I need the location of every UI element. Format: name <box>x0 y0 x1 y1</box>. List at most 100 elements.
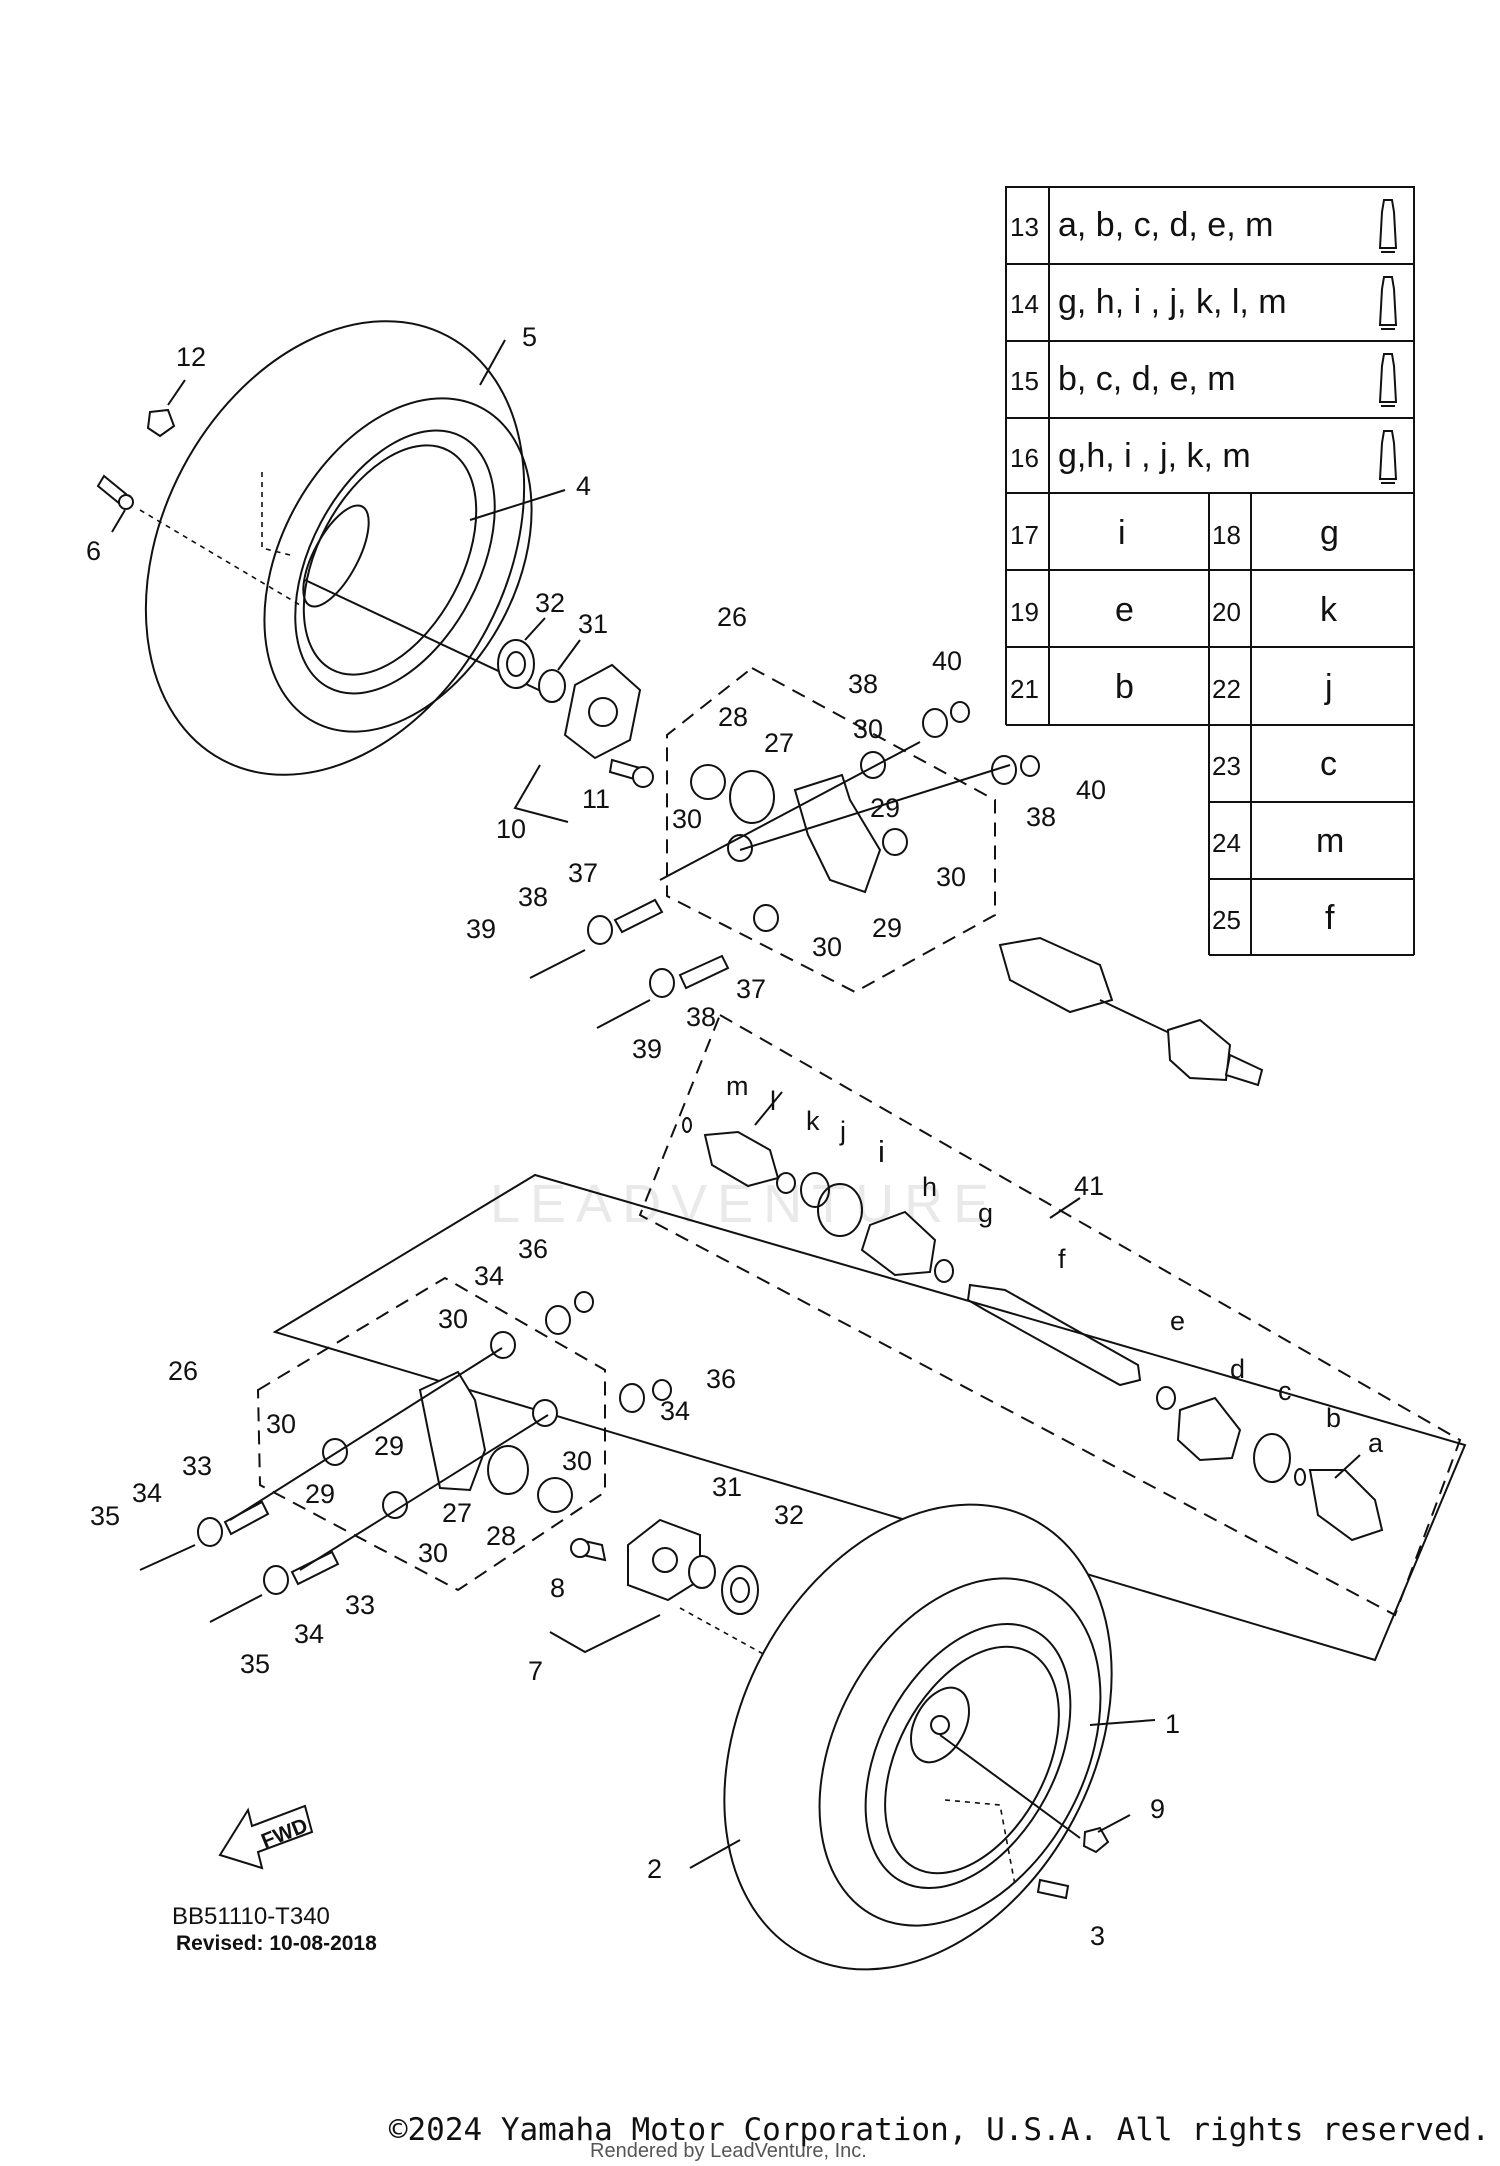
label-41: 41 <box>1074 1171 1104 1201</box>
fwd-arrow-icon: FWD <box>218 1804 314 1870</box>
hub-bolt-8 <box>570 1538 607 1562</box>
group-26-bottom-outline <box>256 1276 606 1592</box>
boot-h <box>860 1210 937 1277</box>
bracket-10 <box>513 764 569 823</box>
rim-bottom <box>864 1622 1072 1890</box>
part-labels: 1 2 3 4 5 6 7 8 9 10 11 12 26 26 27 27 2… <box>86 322 1384 1951</box>
label-26-bottom: 26 <box>168 1356 198 1386</box>
front-tire-bottom <box>723 1503 1113 1971</box>
label-j: j <box>839 1116 846 1146</box>
lubrication-table: 13 a, b, c, d, e, m 14 g, h, i , j, k, l… <box>1005 186 1415 956</box>
table-num-16: 16 <box>1010 443 1039 473</box>
rim-top <box>294 429 496 695</box>
label-31-top: 31 <box>578 609 608 639</box>
band-j <box>800 1172 830 1208</box>
nuts-40-top <box>950 701 1040 777</box>
nuts-36-bottom <box>574 1291 672 1401</box>
washer-31-bottom <box>688 1555 716 1589</box>
table-num-24: 24 <box>1212 828 1241 858</box>
boot-d <box>1176 1396 1242 1462</box>
label-37-a: 37 <box>568 858 598 888</box>
label-39-a: 39 <box>466 914 496 944</box>
label-i: i <box>878 1134 885 1169</box>
axle-nut-32-top <box>497 639 535 689</box>
table-num-13: 13 <box>1010 212 1039 242</box>
label-33-a: 33 <box>182 1451 212 1481</box>
label-2: 2 <box>647 1854 662 1884</box>
label-b: b <box>1326 1403 1341 1433</box>
band-c <box>1253 1433 1291 1483</box>
bolts-39-top <box>529 949 651 1029</box>
label-29-d: 29 <box>305 1479 335 1509</box>
label-3: 3 <box>1090 1921 1105 1951</box>
table-num-17: 17 <box>1010 520 1039 550</box>
label-l: l <box>770 1086 776 1116</box>
table-num-19: 19 <box>1010 597 1039 627</box>
clip-b <box>1294 1468 1306 1486</box>
table-val-18: g <box>1320 514 1339 552</box>
table-num-20: 20 <box>1212 597 1241 627</box>
hub-10 <box>563 663 642 760</box>
label-35-a: 35 <box>90 1501 120 1531</box>
label-c: c <box>1278 1376 1292 1406</box>
label-37-b: 37 <box>736 974 766 1004</box>
collars-38-top <box>587 708 1017 998</box>
label-12: 12 <box>176 342 206 372</box>
label-28-bottom: 28 <box>486 1521 516 1551</box>
table-text-13: a, b, c, d, e, m <box>1058 206 1273 244</box>
leader-lines <box>111 339 1361 1869</box>
label-34-a: 34 <box>474 1261 504 1291</box>
revised-date: Revised: 10-08-2018 <box>176 1932 377 1955</box>
table-num-15: 15 <box>1010 366 1039 396</box>
table-num-21: 21 <box>1010 674 1039 704</box>
rear-tire-top <box>144 320 533 776</box>
label-a: a <box>1368 1428 1384 1458</box>
axis-line-upper <box>659 741 921 881</box>
leader-9 <box>939 1734 1081 1839</box>
table-num-23: 23 <box>1212 751 1241 781</box>
label-34-c: 34 <box>132 1478 162 1508</box>
table-val-24: m <box>1316 822 1344 860</box>
label-39-b: 39 <box>632 1034 662 1064</box>
collars-34-bottom <box>197 1305 645 1595</box>
copyright-notice: ©2024 Yamaha Motor Corporation, U.S.A. A… <box>388 2112 1490 2148</box>
table-num-25: 25 <box>1212 905 1241 935</box>
circlip-28-bottom <box>537 1477 573 1513</box>
table-num-22: 22 <box>1212 674 1241 704</box>
table-val-21: b <box>1115 668 1134 706</box>
label-38-c: 38 <box>518 882 548 912</box>
axis-line-b-upper <box>229 1347 503 1521</box>
table-val-17: i <box>1118 514 1126 552</box>
grease-tube-icon <box>1378 199 1398 253</box>
wheel-nut-top <box>146 408 176 438</box>
label-38-b: 38 <box>1026 802 1056 832</box>
shafts-37-top <box>613 898 730 990</box>
group-26-top-outline <box>666 666 996 994</box>
label-30-g: 30 <box>562 1446 592 1476</box>
label-30-e: 30 <box>438 1304 468 1334</box>
knuckle-top <box>793 773 882 894</box>
group-41-outline <box>638 1013 1462 1617</box>
label-31-bottom: 31 <box>712 1472 742 1502</box>
shaft-f <box>966 1283 1142 1387</box>
bearing-27-top <box>729 770 775 824</box>
table-text-16: g,h, i , j, k, m <box>1058 437 1251 475</box>
hub-7 <box>627 1518 701 1602</box>
bearing-27-bottom <box>487 1445 529 1495</box>
label-h: h <box>922 1172 937 1202</box>
band-i <box>817 1183 863 1237</box>
label-35-b: 35 <box>240 1649 270 1679</box>
grease-tube-icon <box>1378 353 1398 407</box>
label-26-top: 26 <box>717 602 747 632</box>
label-k: k <box>806 1106 820 1136</box>
label-30-f: 30 <box>266 1409 296 1439</box>
assembly-frame <box>272 1173 1467 1662</box>
cv-joint-a <box>1308 1469 1384 1542</box>
valve-stem-bottom <box>1036 1878 1070 1900</box>
circlip-k <box>776 1172 796 1194</box>
rendered-by: Rendered by LeadVenture, Inc. <box>590 2140 867 2162</box>
grease-tube-icon <box>1378 276 1398 330</box>
label-27-bottom: 27 <box>442 1498 472 1528</box>
label-36-a: 36 <box>518 1234 548 1264</box>
